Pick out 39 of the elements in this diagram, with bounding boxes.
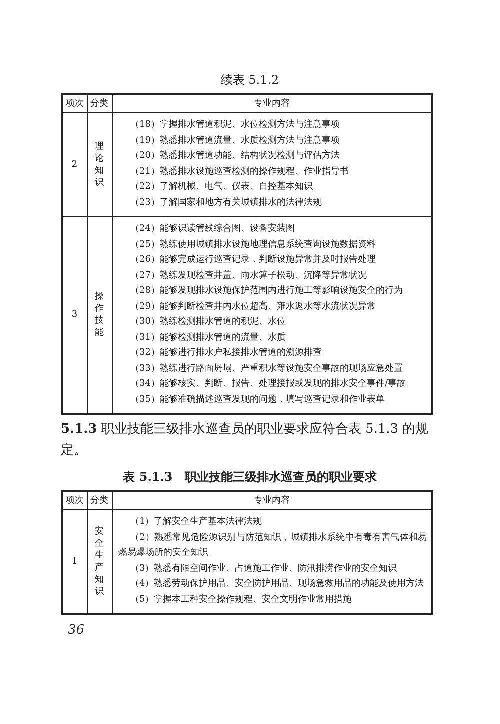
item-number: 3 [72,309,78,321]
content-item: （4）熟悉劳动保护用品、安全防护用品、现场急救用品的功能及使用方法 [130,578,426,591]
table-caption: 表 5.1.3 职业技能三级排水巡查员的职业要求 [122,469,378,485]
content-item: （22）了解机械、电气、仪表、自控基本知识 [130,180,314,194]
item-number: 2 [72,158,78,170]
content-item: （27）熟练发现检查井盖、雨水箅子松动、沉降等异常状况 [130,269,368,282]
table-caption: 续表 5.1.2 [220,72,280,88]
content-item: （33）熟练进行路面坍塌、严重积水等设施安全事故的现场应急处置 [130,362,404,376]
content-item: （19）熟悉排水管道流量、水质检测方法与注意事项 [130,134,341,148]
content-item: （3）熟悉有限空间作业、占道施工作业、防汛排涝作业的安全知识 [130,562,398,576]
content-item: （23）了解国家和地方有关城镇排水的法律法规 [130,196,323,210]
clause-text: 5.1.3 职业技能三级排水巡查员的职业要求应符合表 5.1.3 的规定。 [61,421,430,460]
content-item: （20）熟悉排水管道功能、结构状况检测与评估方法 [130,150,341,163]
content-item: （31）能够检测排水管道的流量、水质 [130,332,287,344]
content-item: （26）能够完成运行巡查记录，判断设施异常并及时报告处理 [130,254,377,267]
category-label: 理论知识 [94,140,105,188]
content-item: （18）掌握排水管道积泥、水位检测方法与注意事项 [130,118,341,132]
content-item: （29）能够判断检查井内水位超高、雍水返水等水流状况异常 [130,300,377,314]
item-number: 1 [72,556,78,568]
content-item: （5）掌握本工种安全操作规程、安全文明作业常用措施 [130,594,354,606]
content-item: （35）能够准确描述巡查发现的问题，填写巡查记录和作业表单 [130,394,386,406]
content-item: （21）熟悉排水设施巡查检测的操作规程、作业指导书 [130,166,350,178]
content-item: （25）熟练使用城镇排水设施地理信息系统查询设施数据资料 [130,238,377,252]
column-header: 项次 [66,98,84,110]
column-header: 专业内容 [254,494,290,507]
category-label: 安全生产知识 [94,526,105,598]
column-header: 分类 [90,98,108,110]
page-number: 36 [68,623,86,638]
content-item: （32）能够进行排水户私接排水管道的溯源排查 [130,346,323,360]
content-item: （28）能够发现排水设施保护范围内进行施工等影响设施安全的行为 [130,284,404,298]
content-item: （2）熟悉常见危险源识别与防范知识，城镇排水系统中有毒有害气体和易燃易爆场所的安全知识 [118,532,427,560]
content-item: （24）能够识读管线综合图、设备安装图 [130,222,296,236]
category-label: 操作技能 [94,291,105,339]
content-item: （34）能够核实、判断、报告、处理接报或发现的排水安全事件/事故 [130,378,407,391]
content-item: （30）熟练检测排水管道的积泥、水位 [130,316,287,329]
column-header: 专业内容 [254,98,290,110]
column-header: 分类 [90,494,108,507]
content-item: （1）了解安全生产基本法律法规 [130,516,264,529]
column-header: 项次 [66,494,84,507]
